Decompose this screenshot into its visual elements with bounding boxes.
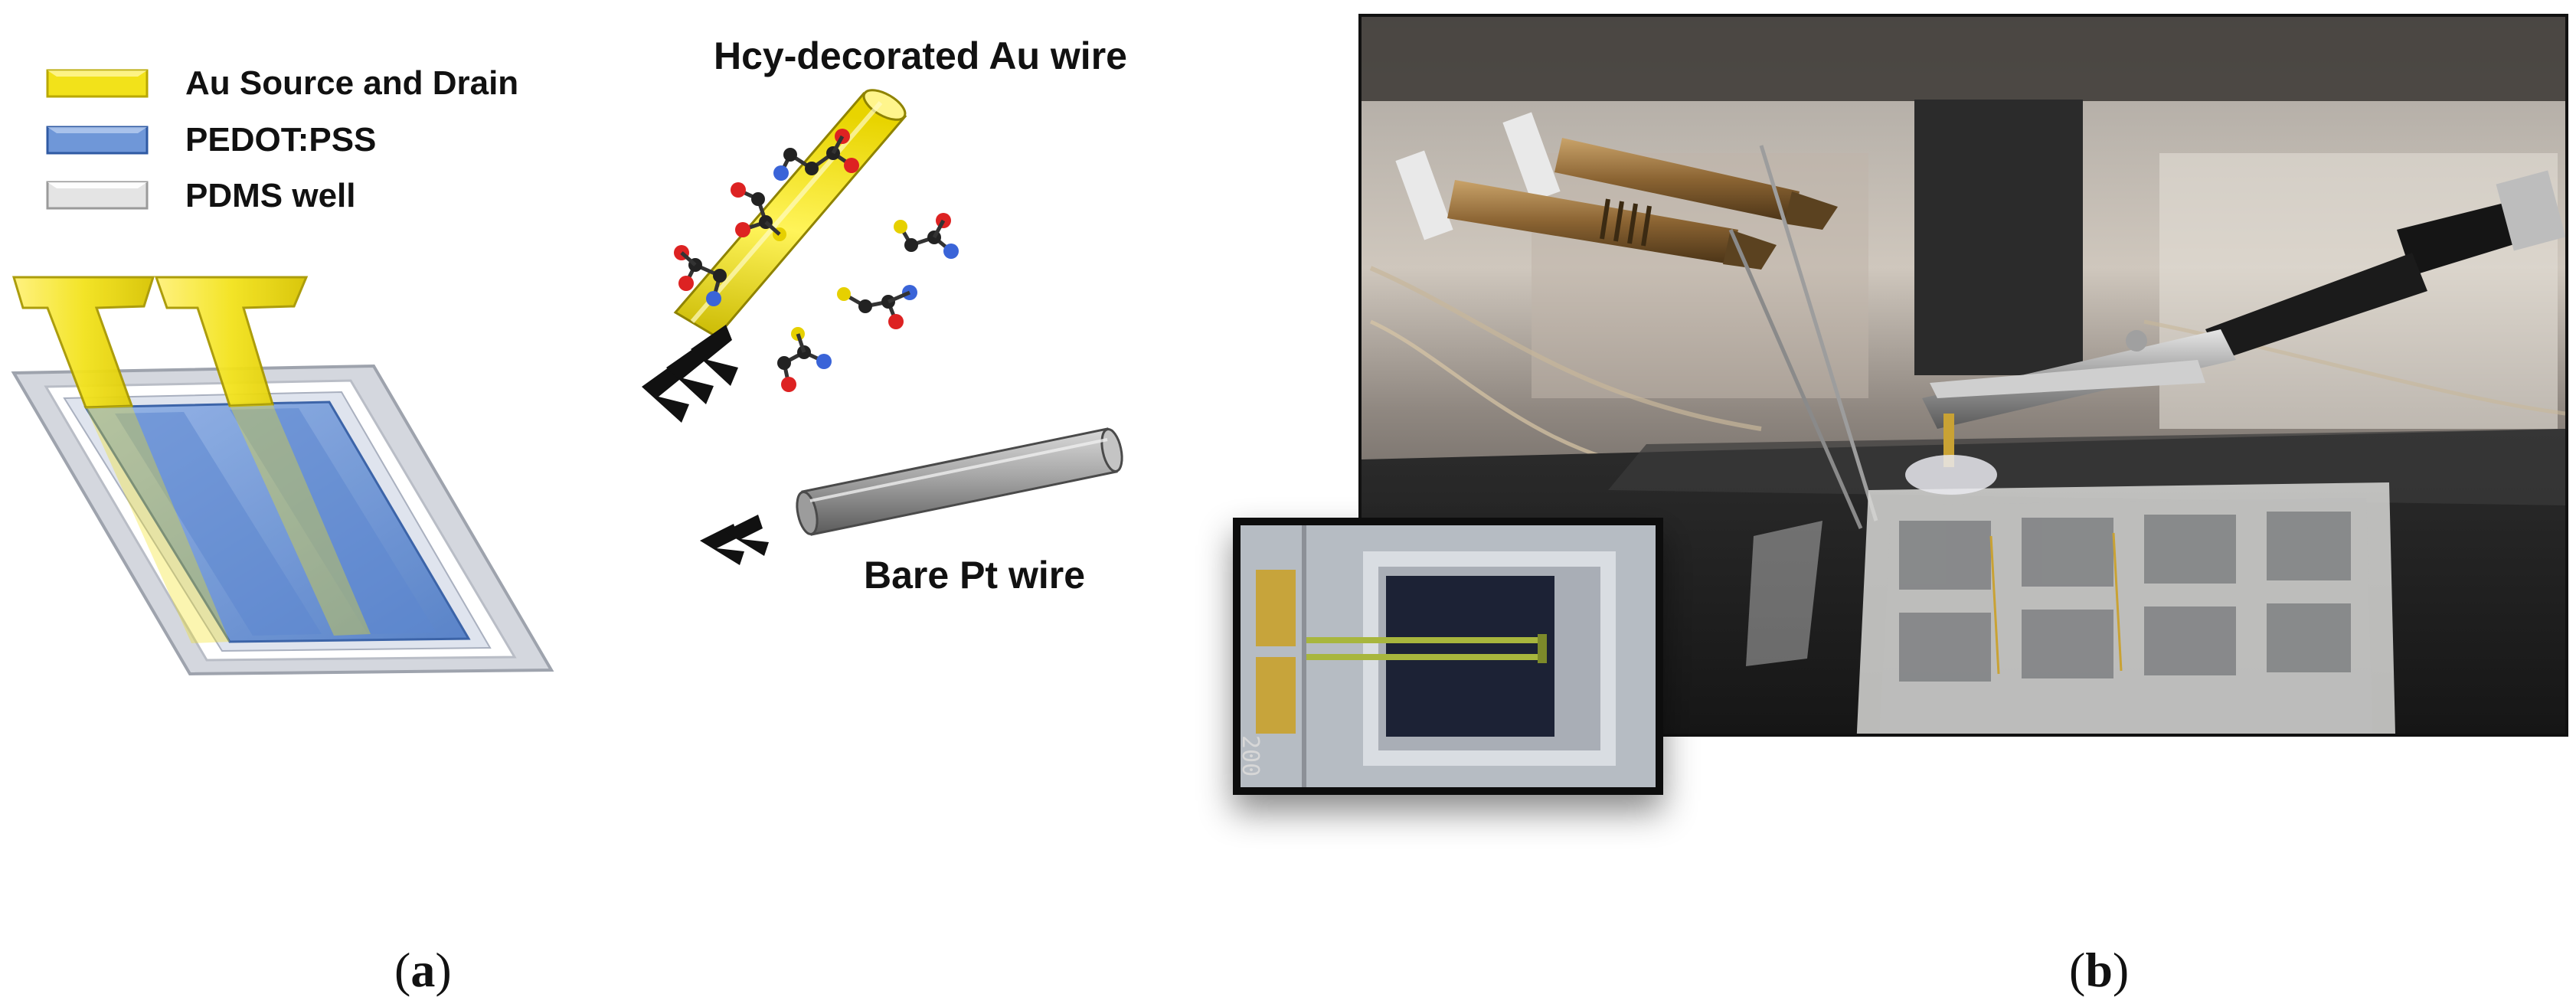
hcy-molecule-4 [894,213,959,259]
legend-swatch-pdms [46,181,149,210]
legend-label-pdms: PDMS well [185,177,356,214]
inset-photo [1233,518,1663,795]
pt-wire [796,427,1123,536]
hcy-molecule-1 [773,129,859,181]
au-wire-label: Hcy-decorated Au wire [714,34,1127,77]
alligator-clip [1922,170,2565,429]
legend-label-pedot: PEDOT:PSS [185,121,377,159]
setup-photo [1358,14,2568,737]
au-drain-electrode [154,276,371,636]
panel-b-caption: (b) [2069,943,2130,997]
pedot-pss-channel [83,401,471,643]
legend-label-au: Au Source and Drain [185,64,519,102]
legend-swatch-pedot [46,126,149,155]
panel-a-caption: (a) [394,943,452,997]
hcy-molecule-6 [777,327,832,392]
au-wire-arrow [642,325,738,423]
inset-scale-label: 200 [1237,735,1263,777]
legend-swatch-au [46,69,149,98]
probe-arm-upper [1502,112,1838,230]
pt-wire-arrow [700,515,769,565]
ogect-device [1856,455,2395,734]
hcy-molecule-2 [731,182,786,241]
au-source-electrode [11,276,230,643]
hcy-molecule-5 [837,285,917,329]
pt-wire-label: Bare Pt wire [864,554,1086,597]
hcy-molecule-3 [674,245,727,306]
